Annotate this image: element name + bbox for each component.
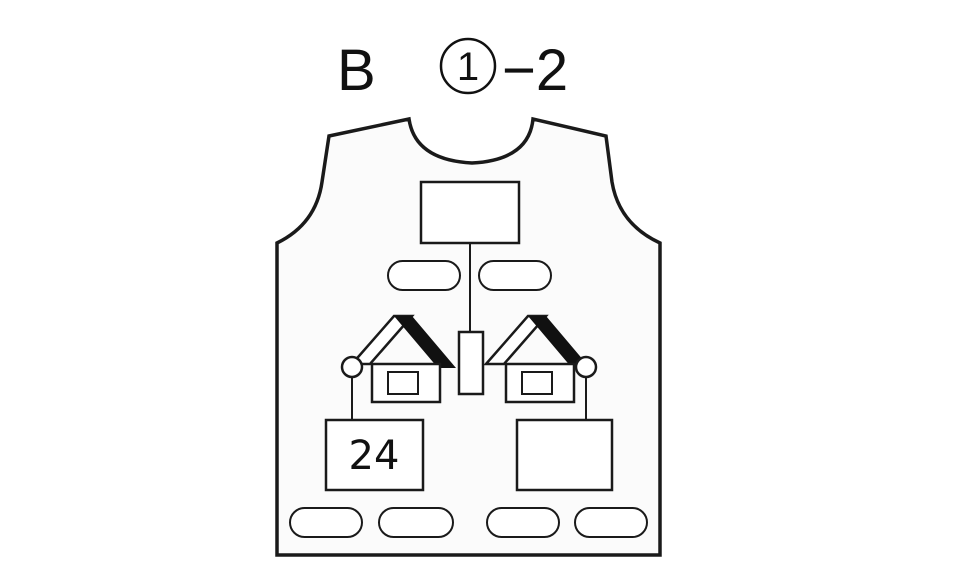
right-box bbox=[517, 420, 612, 490]
heading-letter: B bbox=[337, 38, 376, 103]
right-node-circle bbox=[576, 357, 596, 377]
lower-pill-4 bbox=[575, 508, 647, 537]
upper-pill-right bbox=[479, 261, 551, 290]
right-house-window bbox=[522, 372, 552, 394]
left-house-window bbox=[388, 372, 418, 394]
top-box bbox=[421, 182, 519, 243]
left-node-circle bbox=[342, 357, 362, 377]
lower-pill-1 bbox=[290, 508, 362, 537]
upper-pill-left bbox=[388, 261, 460, 290]
heading: B 1 −2 bbox=[337, 38, 568, 103]
lower-pill-3 bbox=[487, 508, 559, 537]
heading-circled-number: 1 bbox=[457, 45, 479, 89]
lower-pill-2-highlighted bbox=[379, 508, 453, 537]
left-number-box-label: 24 bbox=[349, 433, 400, 479]
center-connector-block bbox=[459, 332, 483, 394]
heading-suffix: −2 bbox=[502, 38, 568, 103]
